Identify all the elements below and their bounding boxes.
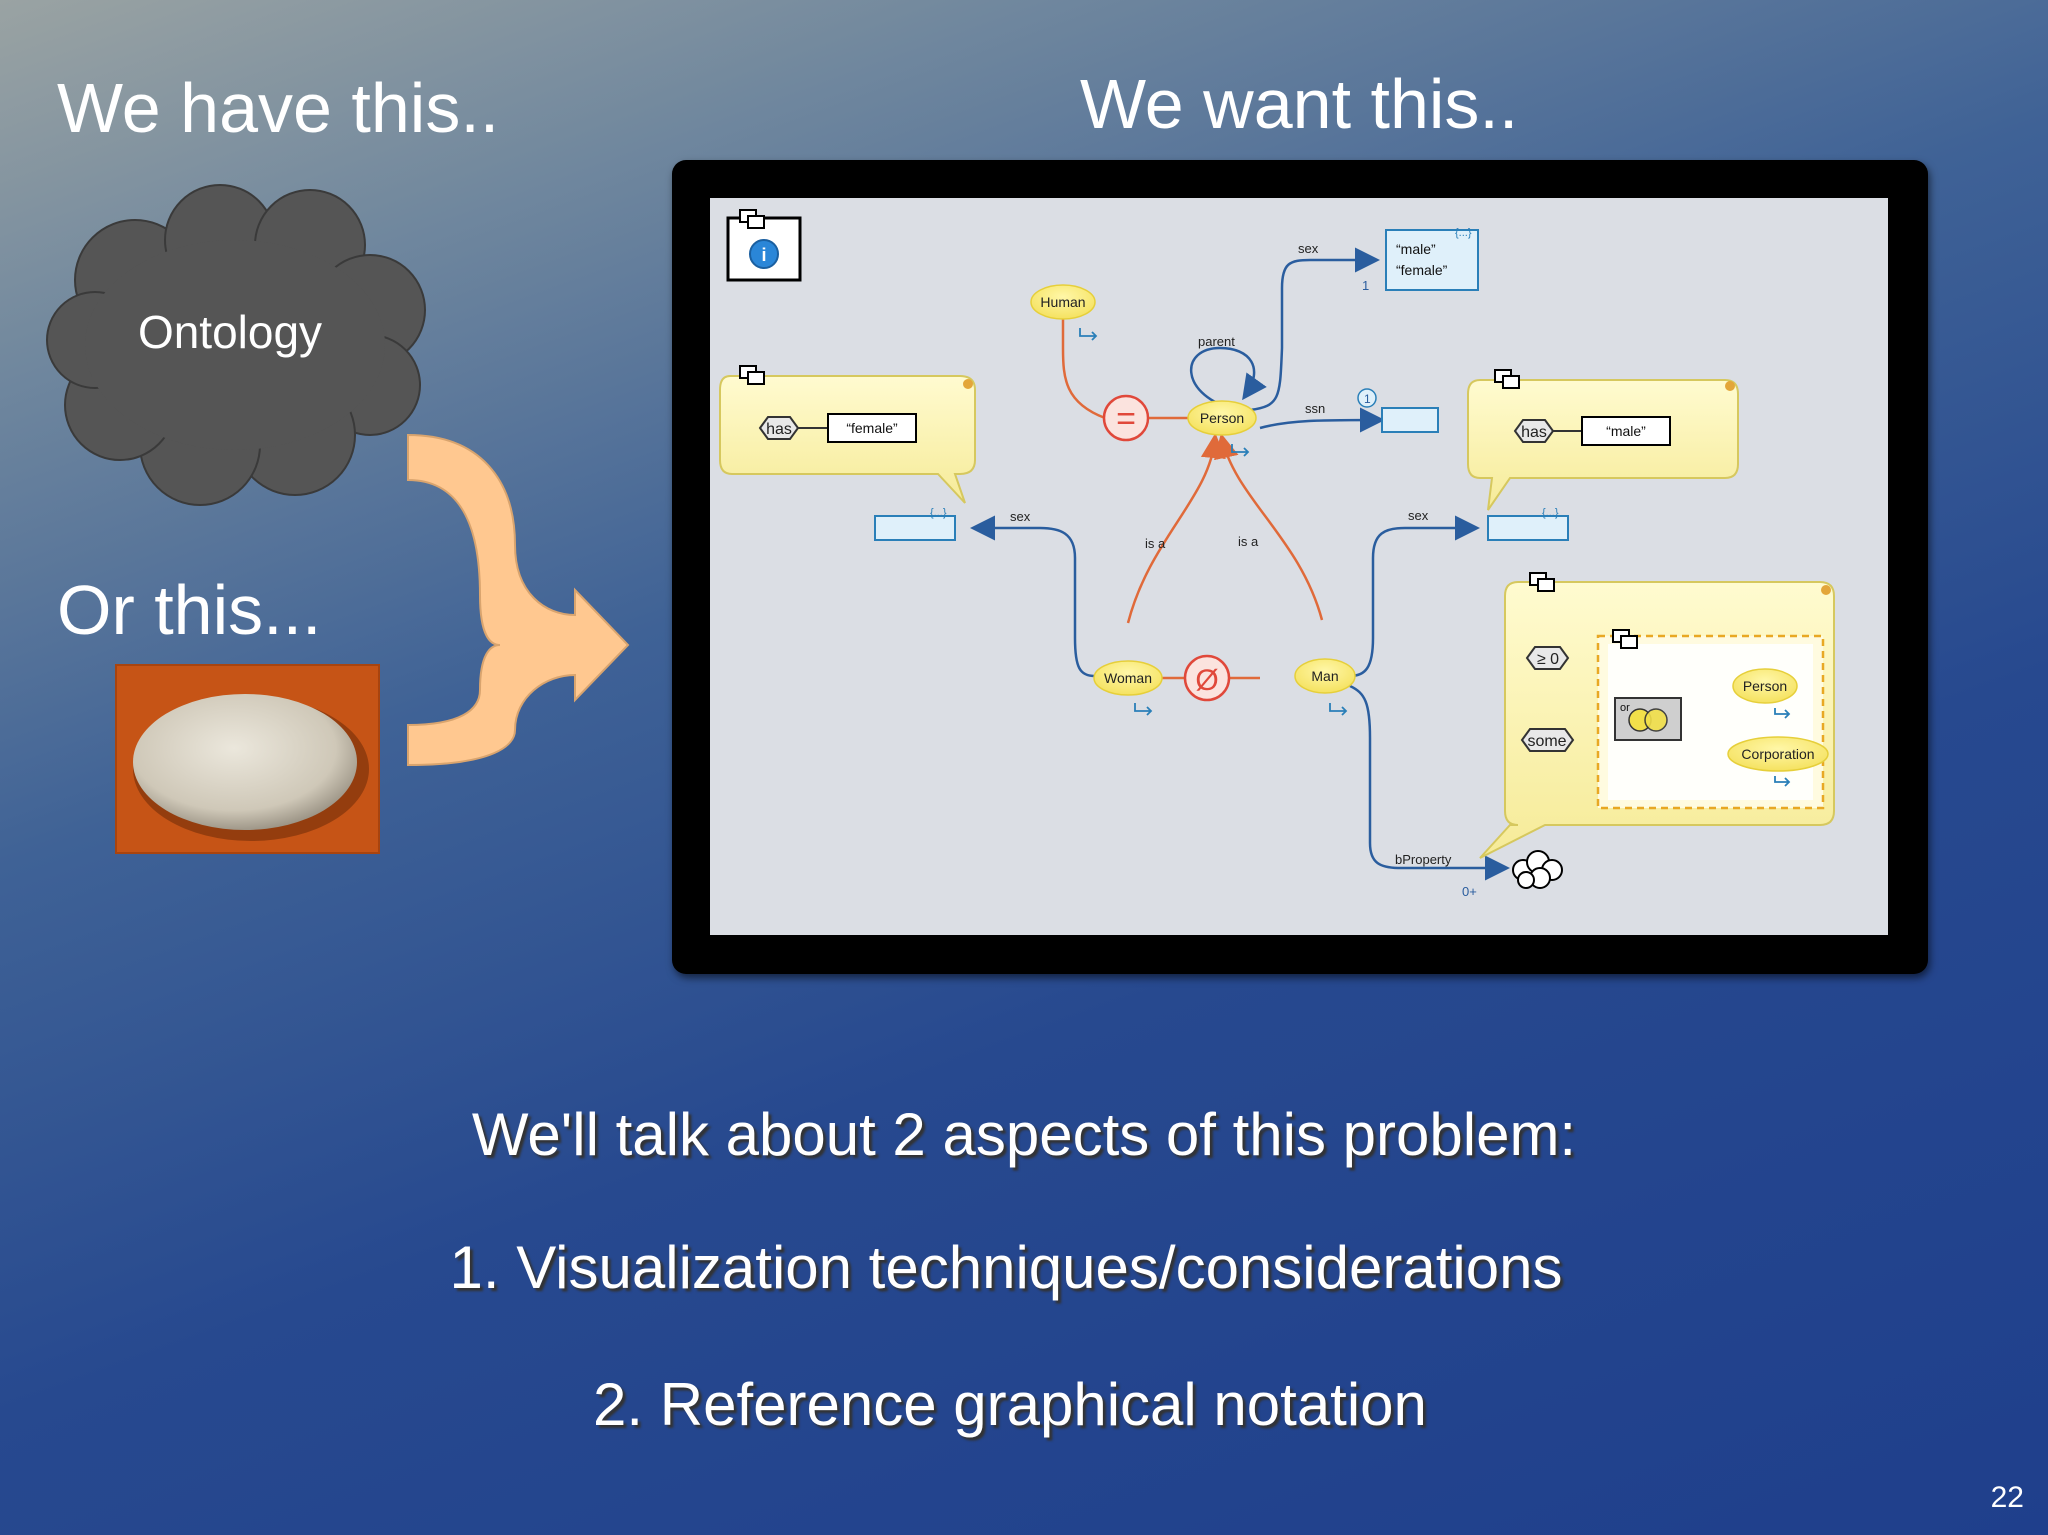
aspects-intro: We'll talk about 2 aspects of this probl… bbox=[471, 1101, 1577, 1168]
ssn-literal: 1 bbox=[1357, 388, 1439, 433]
expand-man-icon[interactable] bbox=[1329, 703, 1348, 716]
node-man[interactable]: Man bbox=[1294, 658, 1356, 694]
label-card-one: 1 bbox=[1362, 278, 1369, 293]
aspect-item-2: 2. Reference graphical notation bbox=[593, 1371, 1427, 1438]
male-literal: “male” bbox=[1606, 423, 1646, 439]
edge-person-sex-top bbox=[1249, 247, 1380, 412]
label-parent: parent bbox=[1198, 334, 1235, 349]
label-is-a-right: is a bbox=[1238, 534, 1259, 549]
svg-text:=: = bbox=[1116, 400, 1136, 438]
union-operator: or bbox=[1614, 697, 1682, 741]
equivalent-symbol: = bbox=[1102, 394, 1150, 442]
expand-human-icon[interactable] bbox=[1079, 328, 1098, 341]
set-brackets-top: {...} bbox=[1455, 227, 1472, 239]
set-brackets-right: {...} bbox=[1542, 507, 1559, 519]
edge-person-ssn bbox=[1259, 407, 1385, 433]
label-bproperty: bProperty bbox=[1395, 852, 1452, 867]
svg-text:Man: Man bbox=[1311, 668, 1338, 684]
female-literal: “female” bbox=[846, 420, 898, 436]
some-badge: some bbox=[1527, 733, 1566, 750]
has-male-bubble: has “male” bbox=[1467, 369, 1739, 511]
or-title: Or this... bbox=[57, 571, 322, 649]
merge-arrow bbox=[407, 433, 630, 767]
edge-human-equivalent bbox=[1061, 311, 1106, 420]
disjoint-symbol: Ø bbox=[1183, 654, 1231, 702]
svg-text:Ø: Ø bbox=[1195, 664, 1218, 697]
monitor-frame: i bbox=[672, 160, 1928, 974]
svg-text:Person: Person bbox=[1200, 410, 1244, 426]
edge-man-sex bbox=[1349, 515, 1480, 678]
ontology-cloud bbox=[46, 184, 426, 506]
label-sex-top: sex bbox=[1298, 241, 1319, 256]
edge-person-parent-loop bbox=[1190, 346, 1267, 410]
svg-text:Human: Human bbox=[1040, 294, 1085, 310]
page-number: 22 bbox=[1990, 1481, 2024, 1514]
svg-text:Corporation: Corporation bbox=[1741, 746, 1814, 762]
literal-box-right bbox=[1487, 515, 1569, 541]
restriction-bubble: ≥ 0 some or bbox=[1479, 572, 1835, 859]
or-label: or bbox=[1620, 702, 1630, 714]
edge-woman-isa bbox=[1126, 433, 1226, 624]
node-person[interactable]: Person bbox=[1187, 400, 1257, 436]
want-title: We want this.. bbox=[1080, 65, 1519, 143]
sex-values-box: “male” “female” {...} bbox=[1385, 227, 1479, 291]
svg-text:Person: Person bbox=[1743, 678, 1787, 694]
cloud-label: Ontology bbox=[137, 306, 323, 358]
aspect-item-1: 1. Visualization techniques/consideratio… bbox=[449, 1234, 1563, 1301]
expand-person-icon[interactable] bbox=[1231, 444, 1250, 457]
edge-woman-sex bbox=[970, 515, 1096, 678]
node-human[interactable]: Human bbox=[1030, 284, 1096, 320]
has-female-bubble: has “female” bbox=[719, 365, 976, 504]
has-badge-left: has bbox=[766, 421, 792, 438]
value-male: “male” bbox=[1396, 241, 1436, 257]
info-window-icon[interactable]: i bbox=[726, 209, 802, 282]
edge-man-bproperty bbox=[1349, 684, 1510, 881]
value-female: “female” bbox=[1396, 262, 1448, 278]
label-ssn: ssn bbox=[1305, 401, 1325, 416]
has-badge-right: has bbox=[1521, 424, 1547, 441]
have-title: We have this.. bbox=[57, 69, 500, 147]
at-least-zero-badge: ≥ 0 bbox=[1537, 651, 1559, 668]
ssn-card: 1 bbox=[1364, 392, 1371, 406]
node-corporation[interactable]: Corporation bbox=[1727, 736, 1829, 772]
label-sex-left: sex bbox=[1010, 509, 1031, 524]
ontology-diagram: i bbox=[719, 209, 1835, 899]
bproperty-cloud-icon bbox=[1512, 850, 1563, 889]
diagram-screen: i bbox=[710, 198, 1888, 935]
node-woman[interactable]: Woman bbox=[1093, 660, 1163, 696]
edge-man-isa bbox=[1214, 433, 1324, 621]
node-union-person[interactable]: Person bbox=[1732, 668, 1798, 704]
expand-woman-icon[interactable] bbox=[1134, 703, 1153, 716]
set-brackets-left: {...} bbox=[930, 507, 947, 519]
egg-photo bbox=[115, 664, 380, 854]
label-sex-right: sex bbox=[1408, 508, 1429, 523]
label-is-a-left: is a bbox=[1145, 536, 1166, 551]
svg-text:Woman: Woman bbox=[1104, 670, 1152, 686]
info-icon: i bbox=[761, 245, 766, 265]
literal-box-left bbox=[874, 515, 956, 541]
label-card-zero-plus: 0+ bbox=[1462, 884, 1477, 899]
